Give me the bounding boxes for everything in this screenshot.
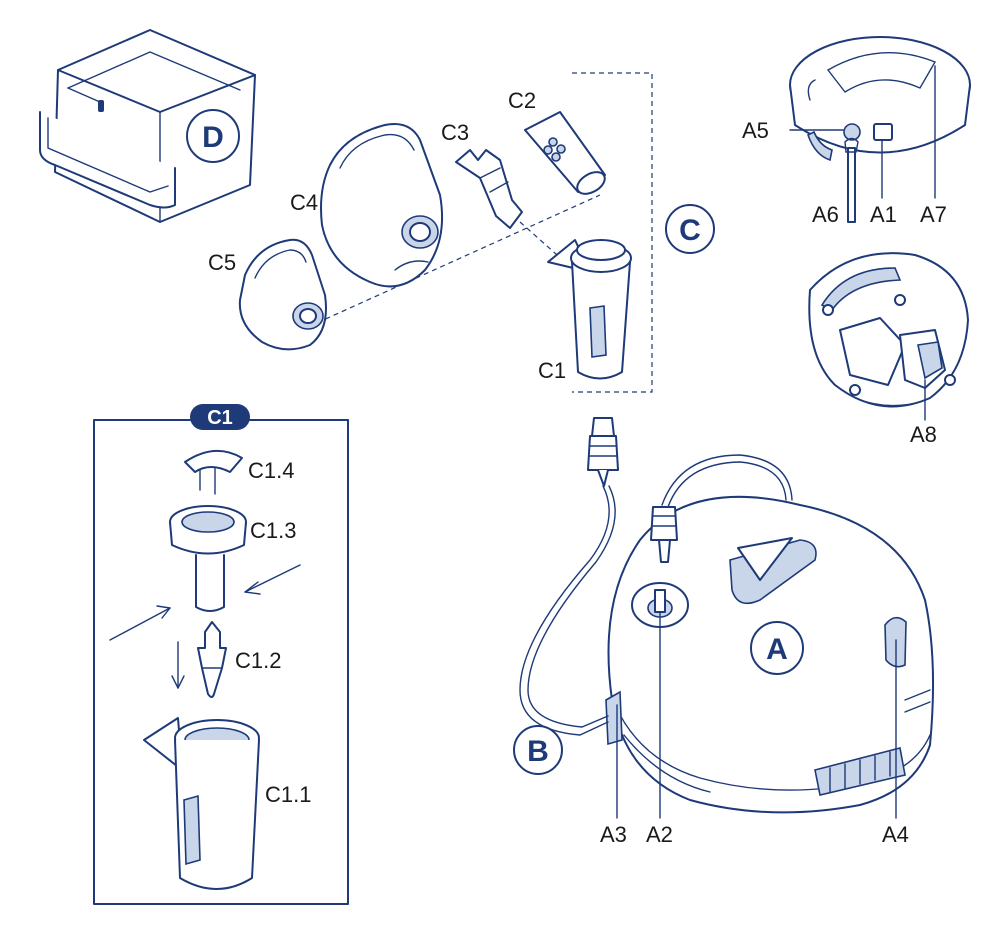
part-b-badge bbox=[513, 725, 563, 775]
label-a4: A4 bbox=[882, 822, 909, 847]
c1-arrow-left bbox=[109, 607, 171, 641]
child-mask-drawing bbox=[238, 238, 327, 351]
label-c1-2: C1.2 bbox=[235, 648, 281, 673]
compressor-bottom-view-drawing bbox=[808, 252, 969, 408]
c1-arrow-right bbox=[244, 564, 301, 593]
part-d-letter: D bbox=[202, 121, 224, 154]
label-c4: C4 bbox=[290, 190, 318, 215]
nose-piece-drawing bbox=[524, 111, 606, 195]
c1-4-cap-drawing bbox=[184, 449, 243, 495]
part-a-letter: A bbox=[766, 633, 788, 666]
mouthpiece-drawing bbox=[455, 149, 523, 229]
group-c-guide-1 bbox=[267, 194, 601, 346]
label-c1: C1 bbox=[538, 358, 566, 383]
label-a5: A5 bbox=[742, 118, 769, 143]
c1-arrowhead-left bbox=[156, 605, 171, 619]
c1-arrowhead-down bbox=[171, 675, 185, 689]
label-a8: A8 bbox=[910, 422, 937, 447]
label-c1-1: C1.1 bbox=[265, 782, 311, 807]
c1-2-baffle-drawing bbox=[197, 621, 227, 698]
label-c1-3: C1.3 bbox=[250, 518, 296, 543]
label-a1: A1 bbox=[870, 202, 897, 227]
c1-1-cup-drawing bbox=[143, 717, 260, 890]
label-a6: A6 bbox=[812, 202, 839, 227]
carry-bag-drawing bbox=[39, 29, 256, 223]
c1-detail-title: C1 bbox=[207, 407, 233, 429]
label-a2: A2 bbox=[646, 822, 673, 847]
part-b-letter: B bbox=[527, 735, 549, 768]
c1-3-top-drawing bbox=[169, 505, 247, 612]
group-c-guide-2 bbox=[519, 221, 566, 263]
label-c5: C5 bbox=[208, 250, 236, 275]
label-c3: C3 bbox=[441, 120, 469, 145]
label-a7: A7 bbox=[920, 202, 947, 227]
label-c2: C2 bbox=[508, 88, 536, 113]
label-a3: A3 bbox=[600, 822, 627, 847]
group-c-frame bbox=[572, 72, 653, 393]
nebulizer-cup-small-drawing bbox=[547, 239, 632, 380]
c1-detail-title-pill bbox=[190, 404, 250, 430]
part-c-badge bbox=[665, 204, 715, 254]
c1-arrowhead-right bbox=[244, 581, 261, 595]
adult-mask-drawing bbox=[320, 123, 444, 288]
part-a-badge bbox=[750, 621, 804, 675]
label-c1-4: C1.4 bbox=[248, 458, 294, 483]
air-tube-drawing bbox=[519, 417, 793, 736]
part-c-letter: C bbox=[679, 214, 701, 247]
part-d-badge bbox=[186, 109, 240, 163]
compressor-back-view-drawing bbox=[789, 36, 971, 223]
